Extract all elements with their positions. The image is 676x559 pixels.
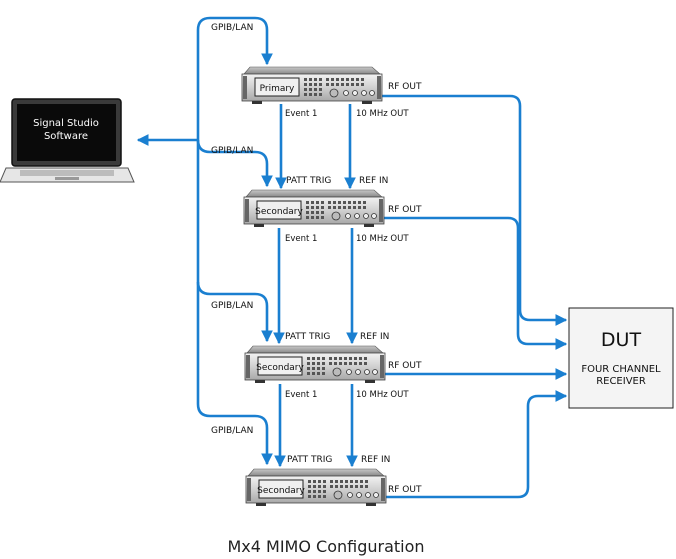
- gpib-primary-wire: [196, 16, 273, 140]
- diagram-caption: Mx4 MIMO Configuration: [227, 537, 424, 556]
- rf-out-label-3: RF OUT: [388, 361, 422, 371]
- dut-box: DUT FOUR CHANNEL RECEIVER: [568, 307, 674, 409]
- event1-label-2: Event 1: [285, 234, 317, 244]
- event1-label-1: Event 1: [285, 109, 317, 119]
- rf-out-secondary3-wire: [380, 390, 568, 499]
- instrument-secondary-2: Secondary: [244, 345, 386, 384]
- port-labels: GPIB/LAN GPIB/LAN GPIB/LAN GPIB/LAN RF O…: [211, 23, 422, 495]
- gpib-lan-label-4: GPIB/LAN: [211, 426, 253, 436]
- rf-out-primary-wire: [378, 94, 568, 326]
- dut-line1: FOUR CHANNEL: [581, 364, 661, 375]
- event1-label-3: Event 1: [285, 390, 317, 400]
- gpib-secondary3-wire: [196, 282, 273, 466]
- rf-out-label-1: RF OUT: [388, 82, 422, 92]
- ten-mhz-out-label-2: 10 MHz OUT: [356, 234, 409, 244]
- rf-out-label-2: RF OUT: [388, 205, 422, 215]
- patt-trig-label-1: PATT TRIG: [286, 176, 331, 186]
- rf-out-wires: [378, 94, 568, 499]
- gpib-lan-label-3: GPIB/LAN: [211, 301, 253, 311]
- ref-in-label-1: REF IN: [359, 176, 388, 186]
- instrument-primary: Primary: [241, 66, 383, 105]
- instrument-secondary-3: Secondary: [245, 468, 387, 507]
- software-label-line2: Software: [44, 131, 88, 142]
- instrument-label: Secondary: [257, 486, 305, 496]
- trigger-ref-wires: [273, 104, 358, 468]
- instrument-label: Secondary: [256, 363, 304, 373]
- dut-title: DUT: [601, 329, 642, 351]
- laptop: Signal Studio Software: [0, 98, 135, 183]
- instrument-label: Primary: [260, 84, 295, 94]
- instrument-label: Secondary: [255, 207, 303, 217]
- rf-out-label-4: RF OUT: [388, 485, 422, 495]
- instrument-secondary-1: Secondary: [243, 189, 385, 228]
- dut-line2: RECEIVER: [596, 376, 646, 387]
- gpib-lan-label-1: GPIB/LAN: [211, 23, 253, 33]
- ten-mhz-out-label-3: 10 MHz OUT: [356, 390, 409, 400]
- patt-trig-label-3: PATT TRIG: [287, 455, 332, 465]
- ref-in-label-3: REF IN: [361, 455, 390, 465]
- patt-trig-label-2: PATT TRIG: [285, 332, 330, 342]
- ref-in-label-2: REF IN: [360, 332, 389, 342]
- gpib-lan-bus: [136, 16, 273, 466]
- ten-mhz-out-label-1: 10 MHz OUT: [356, 109, 409, 119]
- gpib-secondary1-wire: [196, 139, 273, 188]
- gpib-lan-label-2: GPIB/LAN: [211, 146, 253, 156]
- rf-out-secondary1-wire: [380, 216, 568, 350]
- software-label-line1: Signal Studio: [33, 118, 99, 129]
